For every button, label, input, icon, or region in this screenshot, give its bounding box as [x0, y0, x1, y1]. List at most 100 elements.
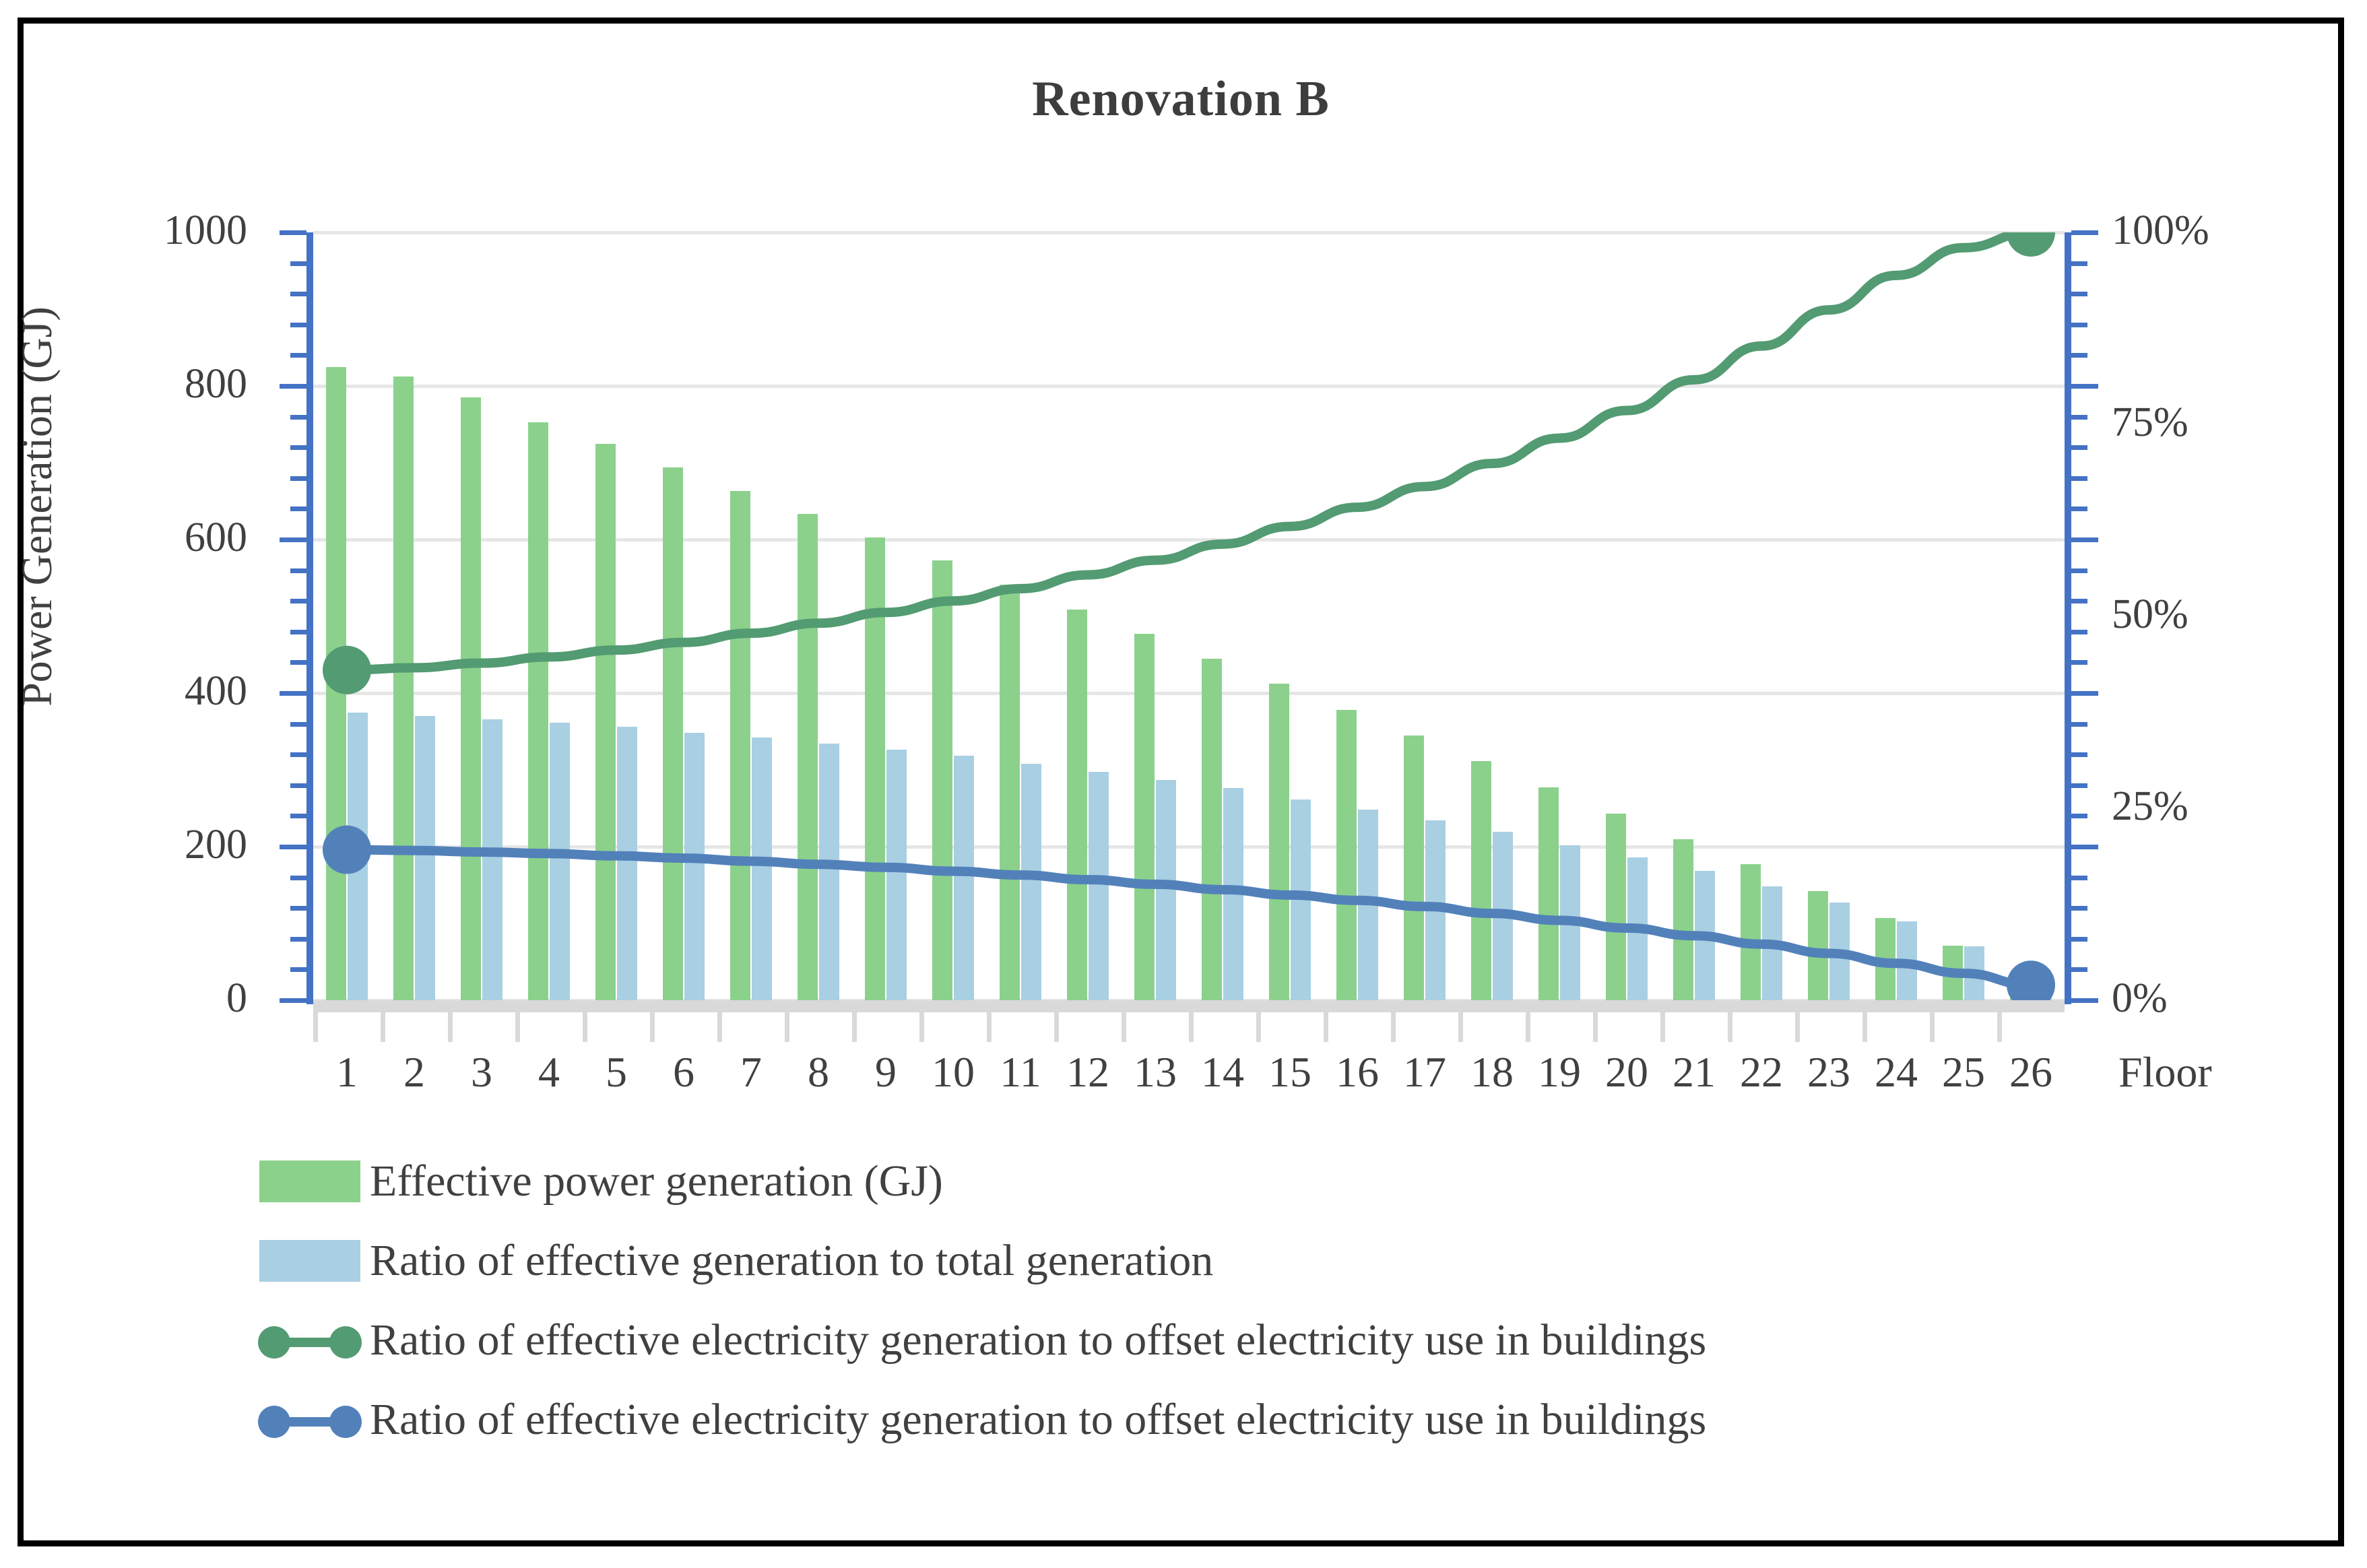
x-axis-tick	[515, 1012, 520, 1042]
bar	[954, 756, 974, 1000]
bar	[1627, 857, 1648, 1000]
bar	[550, 723, 570, 1000]
axis-tick	[2071, 691, 2098, 696]
bar	[684, 733, 705, 1000]
x-axis-tick-label: 14	[1201, 1048, 1244, 1096]
x-axis-tick	[1728, 1012, 1732, 1042]
x-axis-tick	[1930, 1012, 1935, 1042]
x-axis-tick	[1458, 1012, 1463, 1042]
bar	[1358, 810, 1378, 1000]
axis-tick	[290, 875, 306, 880]
y-axis-right-tick-label: 75%	[2112, 399, 2188, 445]
axis-tick	[290, 967, 306, 973]
x-axis-tick	[1256, 1012, 1261, 1042]
x-axis-tick	[313, 1012, 318, 1042]
y-axis-left-tick-label: 400	[185, 668, 247, 714]
axis-tick	[2071, 414, 2087, 420]
x-axis-tick-label: 21	[1673, 1048, 1716, 1096]
bar	[865, 537, 885, 1000]
y-axis-left-tick-label: 1000	[164, 207, 247, 253]
x-axis-tick-label: 2	[403, 1048, 425, 1096]
bar	[1673, 839, 1693, 1000]
x-axis-tick-label: 8	[808, 1048, 829, 1096]
axis-tick	[2071, 906, 2087, 911]
bar	[1134, 634, 1155, 1000]
legend-item[interactable]: Ratio of effective generation to total g…	[259, 1221, 2280, 1301]
bar	[1695, 871, 1715, 1000]
axis-tick	[2071, 445, 2087, 451]
axis-tick	[2071, 814, 2087, 819]
bar	[886, 750, 907, 1000]
chart-frame: Renovation B Power Generation (GJ) Floor…	[13, 18, 2344, 1546]
axis-tick	[2071, 936, 2087, 942]
axis-tick	[2071, 783, 2087, 788]
bar	[1964, 946, 1984, 1000]
bar	[348, 712, 368, 1000]
axis-tick	[290, 629, 306, 634]
bar	[1089, 772, 1109, 1000]
axis-tick	[2071, 599, 2087, 604]
legend-item[interactable]: Ratio of effective electricity generatio…	[258, 1380, 2280, 1460]
axis-tick	[290, 292, 306, 297]
y-axis-left	[306, 232, 313, 1004]
bar	[1425, 820, 1446, 1000]
axis-tick	[2071, 721, 2087, 727]
legend-item[interactable]: Effective power generation (GJ)	[259, 1142, 2280, 1221]
axis-tick	[290, 783, 306, 788]
axis-tick	[2071, 476, 2087, 481]
bar	[663, 467, 683, 1000]
bar	[932, 560, 952, 1000]
x-axis-tick-label: 15	[1268, 1048, 1311, 1096]
legend-line-marker-right	[329, 1326, 362, 1359]
x-axis-tick	[919, 1012, 924, 1042]
y-axis-left-tick-label: 200	[185, 822, 247, 868]
bar	[1269, 684, 1289, 1000]
axis-tick	[290, 752, 306, 758]
y-axis-left-tick-label: 600	[185, 515, 247, 560]
axis-tick	[290, 507, 306, 512]
x-axis-tick	[448, 1012, 453, 1042]
axis-tick	[290, 414, 306, 420]
bars-layer	[313, 232, 2065, 1000]
axis-tick	[2071, 537, 2098, 542]
x-axis-tick	[717, 1012, 722, 1042]
bar	[1943, 946, 1963, 1000]
x-axis-tick	[381, 1012, 385, 1042]
legend-swatch-bar	[259, 1161, 360, 1202]
axis-tick	[290, 261, 306, 266]
bar	[1897, 921, 1917, 1000]
x-axis-tick-label: 10	[932, 1048, 975, 1096]
bar	[1404, 735, 1424, 1000]
x-axis-tick-label: 18	[1470, 1048, 1514, 1096]
axis-tick	[2071, 629, 2087, 634]
chart-legend: Effective power generation (GJ)Ratio of …	[258, 1142, 2280, 1460]
bar	[1021, 763, 1041, 1000]
legend-line-marker-left	[258, 1406, 290, 1438]
y-axis-right-tick-label: 50%	[2112, 591, 2188, 637]
bar	[1538, 787, 1559, 1000]
axis-tick	[290, 322, 306, 327]
axis-tick	[290, 599, 306, 604]
bar	[1560, 845, 1580, 1000]
x-axis-tick-label: 5	[606, 1048, 627, 1096]
legend-item[interactable]: Ratio of effective electricity generatio…	[258, 1301, 2280, 1380]
bar	[617, 727, 637, 1000]
axis-tick	[2071, 568, 2087, 573]
axis-tick	[280, 845, 306, 849]
x-axis-tick	[1795, 1012, 1800, 1042]
axis-tick	[290, 568, 306, 573]
x-axis-tick-label: 23	[1807, 1048, 1850, 1096]
x-axis-tick	[987, 1012, 992, 1042]
bar	[1875, 918, 1895, 1000]
axis-tick	[2071, 322, 2087, 327]
y-axis-right-tick-label: 100%	[2112, 207, 2209, 253]
x-axis-tick	[1862, 1012, 1867, 1042]
x-axis-tick-label: 9	[875, 1048, 897, 1096]
x-axis-tick	[583, 1012, 587, 1042]
x-axis-tick	[1997, 1012, 2002, 1042]
x-axis-tick-label: 22	[1740, 1048, 1783, 1096]
legend-line-marker-right	[329, 1406, 362, 1438]
x-axis-tick-label: 11	[1000, 1048, 1041, 1096]
axis-tick	[290, 660, 306, 665]
x-axis-tick	[785, 1012, 789, 1042]
